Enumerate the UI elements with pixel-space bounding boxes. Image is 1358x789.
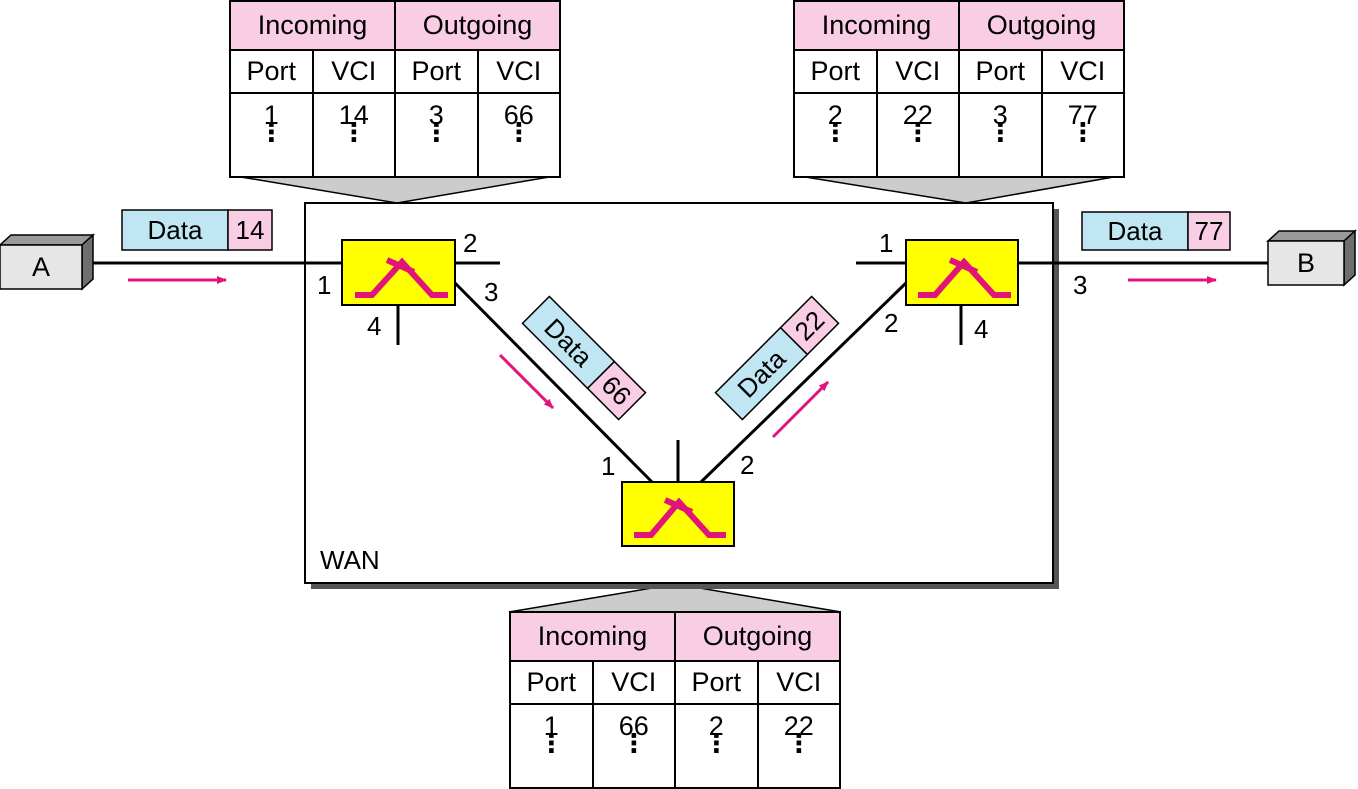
in-port-value: 1	[543, 711, 559, 741]
out-port-header: Port	[394, 49, 479, 94]
more-rows-dots: ⋮	[822, 117, 849, 147]
more-rows-dots: ⋮	[340, 117, 367, 147]
more-rows-dots: ⋮	[1069, 117, 1096, 147]
right-port-2: 2	[884, 308, 898, 338]
in-vci-value: 22	[902, 100, 933, 130]
out-vci-value: 66	[503, 100, 534, 130]
more-rows-dots: ⋮	[703, 728, 730, 758]
arrow-mid-up	[771, 380, 830, 439]
right-port-3: 3	[1073, 270, 1087, 300]
outgoing-header: Outgoing	[394, 0, 561, 51]
host-b: B	[1266, 229, 1357, 287]
outgoing-header: Outgoing	[674, 611, 841, 662]
host-a: A	[0, 233, 95, 291]
right-table-callout	[792, 174, 1126, 204]
left-port-3: 3	[484, 277, 498, 307]
in-vci-header: VCI	[591, 660, 676, 705]
out-vci-value: 22	[783, 711, 814, 741]
out-vci-cell: 22⋮	[756, 703, 841, 789]
more-rows-dots: ⋮	[505, 117, 532, 147]
right-port-1: 1	[879, 228, 893, 258]
in-port-header: Port	[229, 49, 314, 94]
switch-right-glyph	[918, 257, 1011, 298]
in-port-value: 2	[827, 100, 843, 130]
more-rows-dots: ⋮	[538, 728, 565, 758]
switch-right	[905, 239, 1019, 306]
out-port-cell: 2⋮	[674, 703, 759, 789]
in-vci-cell: 14⋮	[311, 92, 396, 178]
in-port-value: 1	[263, 100, 279, 130]
in-port-cell: 1⋮	[509, 703, 594, 789]
port-labels: 1 2 3 4 1 2 3 4 1 2	[317, 228, 1087, 481]
vc-table-right: Incoming Outgoing Port VCI Port VCI 2⋮ 2…	[793, 0, 1125, 178]
out-port-value: 3	[992, 100, 1008, 130]
in-vci-value: 14	[338, 100, 369, 130]
vc-table-bottom: Incoming Outgoing Port VCI Port VCI 1⋮ 6…	[509, 611, 841, 789]
switch-middle	[621, 481, 735, 547]
out-port-cell: 3⋮	[394, 92, 479, 178]
out-port-header: Port	[958, 49, 1043, 94]
frame-a-out-vci: 14	[236, 215, 265, 245]
out-port-header: Port	[674, 660, 759, 705]
in-vci-value: 66	[618, 711, 649, 741]
out-vci-header: VCI	[476, 49, 561, 94]
out-vci-cell: 77⋮	[1040, 92, 1125, 178]
mid-port-2: 2	[740, 450, 754, 480]
links	[92, 261, 1268, 484]
frame-a-out: Data 14	[121, 209, 273, 251]
wan-label: WAN	[320, 545, 380, 575]
mid-port-1: 1	[601, 451, 615, 481]
in-vci-header: VCI	[875, 49, 960, 94]
out-vci-value: 77	[1067, 100, 1098, 130]
host-b-label: B	[1297, 248, 1315, 278]
left-port-1: 1	[317, 270, 331, 300]
in-port-cell: 2⋮	[793, 92, 878, 178]
more-rows-dots: ⋮	[987, 117, 1014, 147]
arrow-left-down	[498, 353, 555, 410]
outgoing-header: Outgoing	[958, 0, 1125, 51]
host-a-label: A	[32, 252, 50, 282]
in-vci-header: VCI	[311, 49, 396, 94]
incoming-header: Incoming	[509, 611, 676, 662]
more-rows-dots: ⋮	[423, 117, 450, 147]
right-port-4: 4	[974, 314, 988, 344]
more-rows-dots: ⋮	[785, 728, 812, 758]
in-vci-cell: 66⋮	[591, 703, 676, 789]
switch-left-glyph	[355, 257, 448, 298]
in-vci-cell: 22⋮	[875, 92, 960, 178]
switch-middle-glyph	[634, 497, 726, 538]
in-port-header: Port	[509, 660, 594, 705]
left-port-2: 2	[463, 228, 477, 258]
out-vci-header: VCI	[1040, 49, 1125, 94]
left-port-4: 4	[367, 311, 381, 341]
switch-left	[341, 239, 456, 306]
frame-a-out-data: Data	[148, 215, 203, 245]
frame-b-in-vci: 77	[1195, 216, 1224, 246]
frame-mid-out: Data 22	[714, 295, 840, 421]
out-vci-cell: 66⋮	[476, 92, 561, 178]
direction-arrows	[128, 276, 1217, 439]
left-table-callout	[228, 174, 562, 204]
in-port-header: Port	[793, 49, 878, 94]
more-rows-dots: ⋮	[904, 117, 931, 147]
out-port-cell: 3⋮	[958, 92, 1043, 178]
in-port-cell: 1⋮	[229, 92, 314, 178]
out-port-value: 3	[428, 100, 444, 130]
frame-b-in-data: Data	[1108, 216, 1163, 246]
more-rows-dots: ⋮	[620, 728, 647, 758]
incoming-header: Incoming	[793, 0, 960, 51]
out-vci-header: VCI	[756, 660, 841, 705]
more-rows-dots: ⋮	[258, 117, 285, 147]
incoming-header: Incoming	[229, 0, 396, 51]
out-port-value: 2	[708, 711, 724, 741]
vc-table-left: Incoming Outgoing Port VCI Port VCI 1⋮ 1…	[229, 0, 561, 178]
frame-b-in: Data 77	[1081, 211, 1231, 251]
